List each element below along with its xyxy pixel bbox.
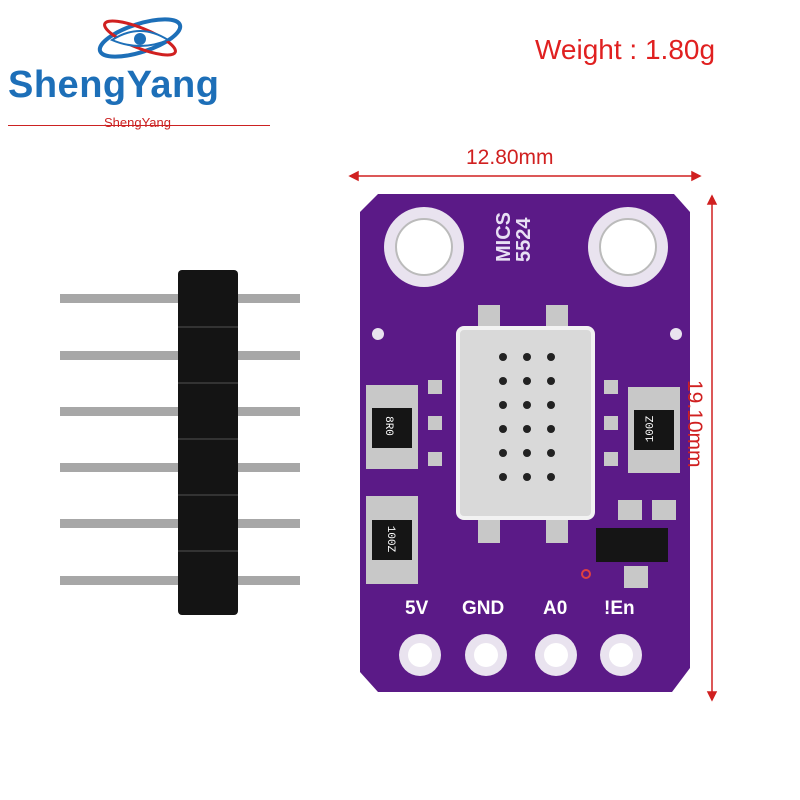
chip-label-line1: MICS <box>493 212 515 262</box>
height-dimension-label: 19.10mm <box>683 380 706 468</box>
weight-label: Weight : 1.80g <box>535 34 716 65</box>
eye-logo-icon <box>97 17 183 59</box>
pin-header <box>60 270 300 615</box>
brand-subtitle: ShengYang <box>104 115 171 130</box>
pin-label-en: !En <box>604 598 635 619</box>
sensor-board <box>360 194 690 692</box>
resistor-label-1: 8R0 <box>381 416 394 436</box>
brand-divider <box>8 125 270 126</box>
brand-name: ShengYang <box>8 64 220 106</box>
resistor-label-2: 100Z <box>384 525 397 553</box>
resistor-label-3: 100Z <box>645 415 658 443</box>
pin-label-gnd: GND <box>462 598 505 619</box>
pin-label-5v: 5V <box>405 598 429 619</box>
chip-label: MICS 5524 <box>493 212 535 263</box>
width-dimension-label: 12.80mm <box>466 146 554 169</box>
chip-label-line2: 5524 <box>513 217 535 263</box>
pin-label-a0: A0 <box>543 598 568 619</box>
dimension-lines <box>348 170 718 702</box>
